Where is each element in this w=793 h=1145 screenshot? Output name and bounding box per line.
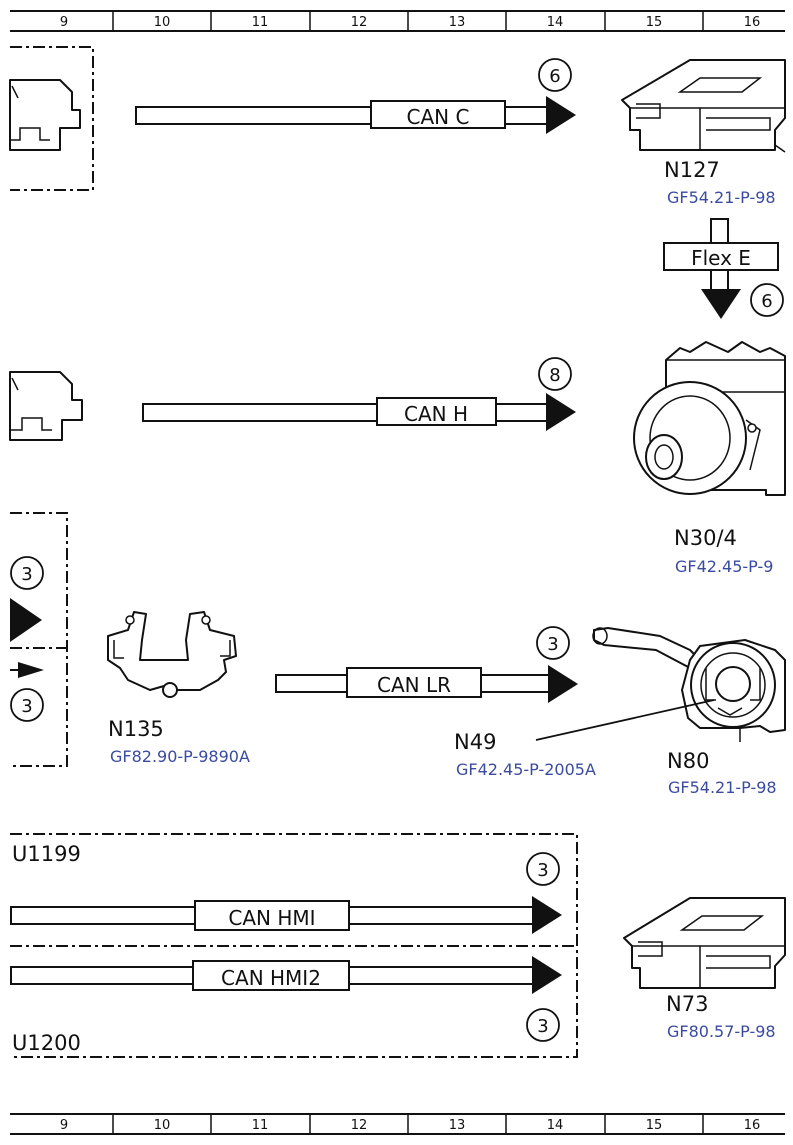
circle-marker-5: 3 — [10, 688, 44, 722]
left-module-2 — [9, 371, 83, 441]
left-frame-middle — [10, 512, 68, 767]
component-name-n135: N135 — [108, 717, 164, 741]
component-ref-n127: GF54.21-P-98 — [667, 188, 776, 207]
component-ref-n49: GF42.45-P-2005A — [456, 760, 596, 779]
ruler-bottom-14: 14 — [547, 1118, 564, 1133]
circle-marker-4: 3 — [10, 556, 44, 590]
wire-flex-e: Flex E — [663, 218, 779, 319]
bus-label-can-hmi2: CAN HMI2 — [221, 966, 321, 990]
bus-label-can-lr: CAN LR — [377, 673, 451, 697]
svg-text:6: 6 — [761, 291, 772, 312]
n30-4-switch-drawing — [633, 341, 786, 496]
component-ref-n80: GF54.21-P-98 — [668, 778, 777, 797]
ruler-top-14: 14 — [547, 15, 564, 30]
wire-can-hmi2: CAN HMI2 — [10, 956, 562, 994]
svg-text:3: 3 — [21, 564, 32, 585]
n135-bracket-drawing — [107, 611, 237, 698]
left-frame-top — [9, 46, 94, 191]
component-ref-n135: GF82.90-P-9890A — [110, 747, 250, 766]
svg-text:3: 3 — [537, 860, 548, 881]
wire-can-hmi: CAN HMI — [10, 896, 562, 934]
circle-marker-8: 3 — [526, 1008, 560, 1042]
wire-can-c: CAN C — [135, 96, 576, 134]
bottom-ruler: 9 10 11 12 13 14 15 16 — [10, 1113, 785, 1135]
svg-text:8: 8 — [549, 365, 560, 386]
ruler-top-13: 13 — [449, 15, 466, 30]
n73-module-drawing — [623, 897, 786, 989]
circle-marker-1: 6 — [538, 58, 572, 92]
n80-clockspring-drawing — [592, 627, 786, 742]
ruler-top-12: 12 — [351, 15, 368, 30]
bus-label-can-h: CAN H — [404, 402, 468, 426]
ruler-bottom-13: 13 — [449, 1118, 466, 1133]
ruler-bottom-10: 10 — [154, 1118, 171, 1133]
ruler-bottom-15: 15 — [646, 1118, 663, 1133]
component-name-n127: N127 — [664, 158, 720, 182]
circle-marker-7: 3 — [526, 852, 560, 886]
bus-label-can-c: CAN C — [407, 105, 470, 129]
component-name-n49: N49 — [454, 730, 496, 754]
ruler-bottom-12: 12 — [351, 1118, 368, 1133]
wire-can-lr: CAN LR — [275, 665, 578, 703]
component-name-n80: N80 — [667, 749, 709, 773]
ruler-top-10: 10 — [154, 15, 171, 30]
frame-u1199-u1200: U1199 U1200 — [10, 833, 578, 1058]
circle-marker-2: 6 — [750, 283, 784, 317]
component-name-n73: N73 — [666, 992, 708, 1016]
component-name-n30-4: N30/4 — [674, 526, 737, 550]
ruler-top-11: 11 — [252, 15, 269, 30]
svg-text:6: 6 — [549, 66, 560, 87]
ruler-top-9: 9 — [60, 15, 68, 30]
bus-label-flex-e: Flex E — [691, 246, 751, 270]
svg-text:3: 3 — [21, 696, 32, 717]
ruler-top-16: 16 — [744, 15, 761, 30]
ruler-bottom-16: 16 — [744, 1118, 761, 1133]
svg-text:3: 3 — [547, 634, 558, 655]
ruler-bottom-9: 9 — [60, 1118, 68, 1133]
n127-module-drawing — [621, 59, 786, 153]
ruler-top-15: 15 — [646, 15, 663, 30]
circle-marker-6: 3 — [536, 626, 570, 660]
svg-text:3: 3 — [537, 1016, 548, 1037]
bus-label-can-hmi: CAN HMI — [228, 906, 315, 930]
circle-marker-3: 8 — [538, 357, 572, 391]
ruler-bottom-11: 11 — [252, 1118, 269, 1133]
wire-can-h: CAN H — [142, 393, 576, 431]
component-ref-n30-4: GF42.45-P-9 — [675, 557, 773, 576]
top-ruler: 9 10 11 12 13 14 15 16 — [10, 10, 785, 32]
component-ref-n73: GF80.57-P-98 — [667, 1022, 776, 1041]
n49-leader-line — [535, 699, 715, 741]
frame-label-u1200: U1200 — [12, 1031, 81, 1055]
frame-label-u1199: U1199 — [12, 842, 81, 866]
